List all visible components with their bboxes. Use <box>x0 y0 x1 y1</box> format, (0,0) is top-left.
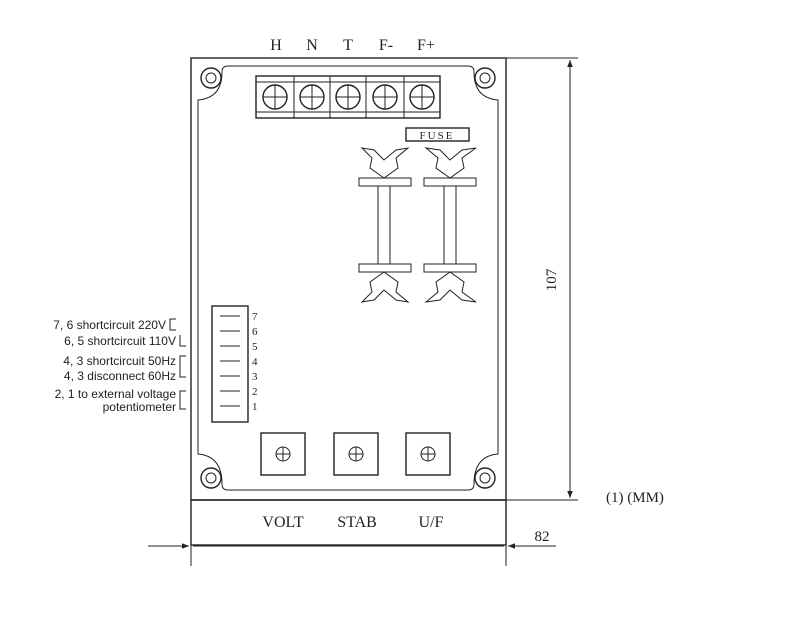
bracket-110v <box>179 335 186 347</box>
pin-number-6: 6 <box>252 326 258 338</box>
terminal-label-f-minus: F- <box>379 37 393 54</box>
terminal-label-h: H <box>270 37 282 54</box>
terminal-label-t: T <box>343 37 353 54</box>
jumper-header <box>211 305 249 423</box>
annotation-110v: 6, 5 shortcircuit 110V <box>64 334 176 348</box>
annotation-50hz: 4, 3 shortcircuit 50Hz <box>63 354 176 368</box>
fuse-label: FUSE <box>420 130 455 142</box>
fuse-label-box <box>405 127 470 142</box>
height-value: 107 <box>544 268 560 291</box>
pot-label-volt: VOLT <box>262 514 303 531</box>
pot-label-stab: STAB <box>337 514 377 531</box>
mounting-hole-top-left <box>200 67 222 89</box>
height-dimension <box>506 57 578 501</box>
mounting-hole-top-right <box>474 67 496 89</box>
mounting-hole-bottom-right <box>474 467 496 489</box>
terminal-label-f-plus: F+ <box>417 37 435 54</box>
pin-number-3: 3 <box>252 371 258 383</box>
annotation-220v: 7, 6 shortcircuit 220V <box>53 318 166 332</box>
width-value: 82 <box>535 529 550 545</box>
pin-number-7: 7 <box>252 311 258 323</box>
terminal-screw-t <box>335 84 361 110</box>
terminal-screw-f-plus <box>409 84 435 110</box>
annotation-60hz: 4, 3 disconnect 60Hz <box>64 369 176 383</box>
board-inner-outline <box>197 65 499 491</box>
annotation-external-voltage: 2, 1 to external voltage <box>55 387 177 401</box>
pin-number-5: 5 <box>252 341 258 353</box>
terminal-label-n: N <box>306 37 318 54</box>
terminal-screw-f-minus <box>372 84 398 110</box>
pin-number-1: 1 <box>252 401 258 413</box>
pot-label-uf: U/F <box>419 514 444 531</box>
board-outline <box>190 57 507 501</box>
bracket-220v <box>169 318 176 331</box>
fuse-holder-right <box>423 147 477 303</box>
terminal-screw-h <box>262 84 288 110</box>
terminal-screw-n <box>299 84 325 110</box>
fuse-holder-left <box>358 147 412 303</box>
pin-number-2: 2 <box>252 386 258 398</box>
volt-potentiometer <box>260 432 306 476</box>
unit-note: (1) (MM) <box>606 490 664 506</box>
terminal-block <box>255 75 441 119</box>
width-dimension <box>148 500 556 566</box>
uf-potentiometer <box>405 432 451 476</box>
bracket-frequency <box>179 355 186 378</box>
pin-number-4: 4 <box>252 356 258 368</box>
stab-potentiometer <box>333 432 379 476</box>
annotation-potentiometer: potentiometer <box>103 400 176 414</box>
mounting-hole-bottom-left <box>200 467 222 489</box>
bracket-potentiometer <box>179 390 186 410</box>
